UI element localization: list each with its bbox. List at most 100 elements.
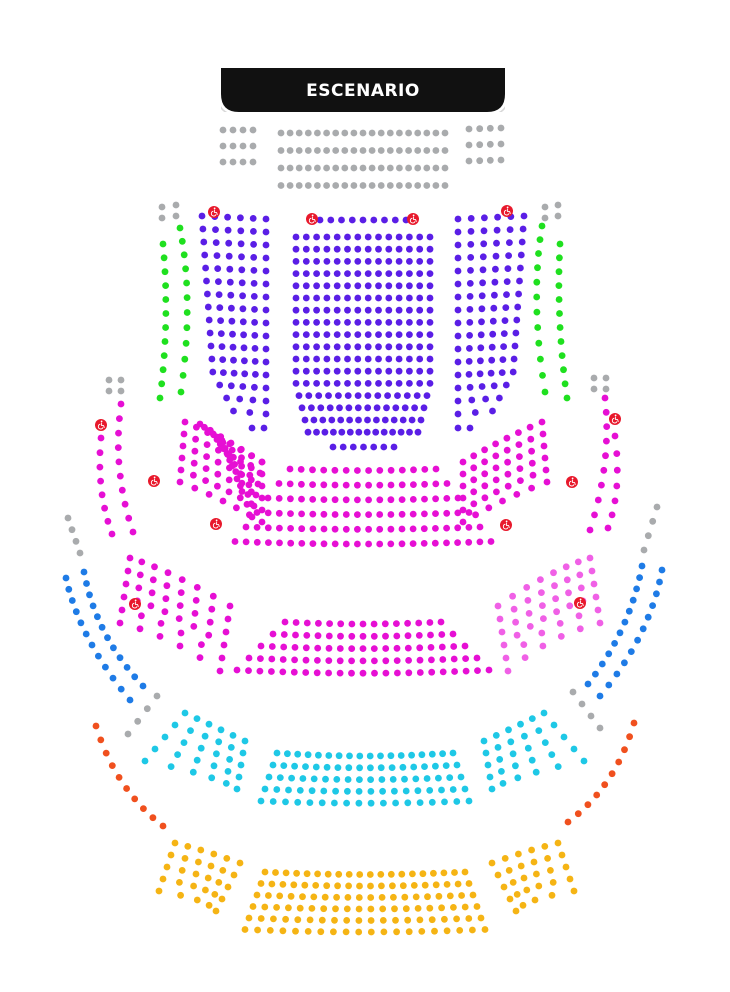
orchestra-seat[interactable] [364,331,372,338]
orchestra-seat[interactable] [375,282,382,290]
tier2-seat[interactable] [540,615,547,622]
orchestra-seat[interactable] [239,383,247,390]
tier4-seat[interactable] [211,891,219,898]
tier1-seat[interactable] [276,539,283,547]
tier4-seat[interactable] [245,914,253,922]
pit-seat[interactable] [441,164,449,172]
tier2-seat[interactable] [451,668,458,675]
orchestra-seat[interactable] [313,331,320,338]
tier3-seat[interactable] [356,764,363,772]
tier2-box-seat[interactable] [104,634,111,642]
orchestra-seat[interactable] [206,329,214,337]
orchestra-seat[interactable] [416,282,424,290]
tier1-seat[interactable] [237,446,245,454]
tier4-seat[interactable] [531,896,539,904]
tier1-seat[interactable] [297,466,305,473]
box-seat[interactable] [183,279,191,287]
orchestra-seat[interactable] [230,369,238,377]
tier4-seat[interactable] [355,917,363,924]
orchestra-seat[interactable] [364,392,372,399]
tier2-seat[interactable] [337,620,345,628]
tier1-seat[interactable] [342,467,350,474]
pit-seat[interactable] [441,182,449,189]
box-seat[interactable] [555,282,563,289]
orchestra-seat[interactable] [220,369,227,376]
tier1-seat[interactable] [459,470,467,478]
orchestra-seat[interactable] [250,228,257,235]
tier4-seat[interactable] [500,883,508,891]
orchestra-seat[interactable] [329,443,337,451]
tier1-seat[interactable] [193,423,200,431]
tier4-seat[interactable] [192,870,200,878]
tier4-seat[interactable] [389,882,396,890]
tier2-seat[interactable] [302,656,310,664]
tier1-seat[interactable] [354,511,361,518]
orchestra-seat[interactable] [406,355,413,363]
tier3-seat[interactable] [322,775,329,783]
tier1-seat[interactable] [342,481,350,489]
tier1-seat[interactable] [376,496,384,504]
pit-seat[interactable] [414,147,422,154]
orchestra-seat[interactable] [323,331,331,338]
tier2-seat[interactable] [136,571,144,579]
tier4-seat[interactable] [272,869,279,876]
tier1-seat[interactable] [387,496,395,504]
pit-seat[interactable] [350,164,358,172]
tier4-seat[interactable] [515,850,522,858]
tier4-seat[interactable] [424,893,431,901]
orchestra-seat[interactable] [364,258,372,265]
orchestra-seat[interactable] [364,416,371,424]
tier4-seat[interactable] [547,867,554,874]
tier2-seat[interactable] [313,669,321,677]
orchestra-seat[interactable] [241,370,249,378]
tier1-seat[interactable] [97,477,104,485]
orchestra-seat[interactable] [226,278,234,286]
tier3-seat[interactable] [461,785,469,793]
tier2-box-seat[interactable] [80,568,88,576]
orchestra-seat[interactable] [414,428,422,436]
pit-seat[interactable] [386,129,394,137]
tier2-box-seat[interactable] [656,578,663,586]
tier4-seat[interactable] [414,905,422,912]
tier1-seat[interactable] [613,450,621,457]
orchestra-seat[interactable] [323,245,331,253]
tier4-seat[interactable] [438,904,445,912]
box-seat[interactable] [555,268,563,276]
tier2-seat[interactable] [196,654,204,661]
tier4-seat[interactable] [554,839,562,847]
pit-seat[interactable] [229,126,237,134]
pit-seat[interactable] [377,164,385,172]
tier2-seat[interactable] [504,667,512,675]
tier2-seat[interactable] [336,657,344,665]
orchestra-seat[interactable] [490,382,498,390]
tier3-seat[interactable] [310,775,318,783]
tier1-seat[interactable] [225,476,233,484]
orchestra-seat[interactable] [215,278,222,285]
orchestra-seat[interactable] [375,294,382,302]
pit-seat[interactable] [286,147,294,154]
orchestra-seat[interactable] [333,270,341,277]
tier1-seat[interactable] [476,523,484,531]
tier2-seat[interactable] [314,644,322,652]
tier3-seat[interactable] [187,727,194,734]
orchestra-seat[interactable] [301,416,309,424]
orchestra-seat[interactable] [385,294,393,302]
orchestra-seat[interactable] [411,404,418,412]
tier2-seat[interactable] [162,595,170,603]
pit-seat[interactable] [423,164,431,172]
orchestra-seat[interactable] [333,306,341,314]
orchestra-seat[interactable] [262,410,270,418]
tier4-seat[interactable] [562,863,570,871]
tier2-seat[interactable] [281,618,289,626]
tier2-box-seat[interactable] [621,659,628,667]
tier2-box-seat[interactable] [584,680,592,688]
tier1-seat[interactable] [275,509,283,517]
tier1-seat[interactable] [115,429,122,437]
tier3-seat[interactable] [484,761,492,769]
orchestra-seat[interactable] [344,355,351,363]
tier1-seat[interactable] [492,452,500,460]
orchestra-seat[interactable] [364,343,372,351]
orchestra-seat[interactable] [496,394,503,402]
pit-seat[interactable] [323,147,330,154]
tier1-seat[interactable] [409,510,417,518]
